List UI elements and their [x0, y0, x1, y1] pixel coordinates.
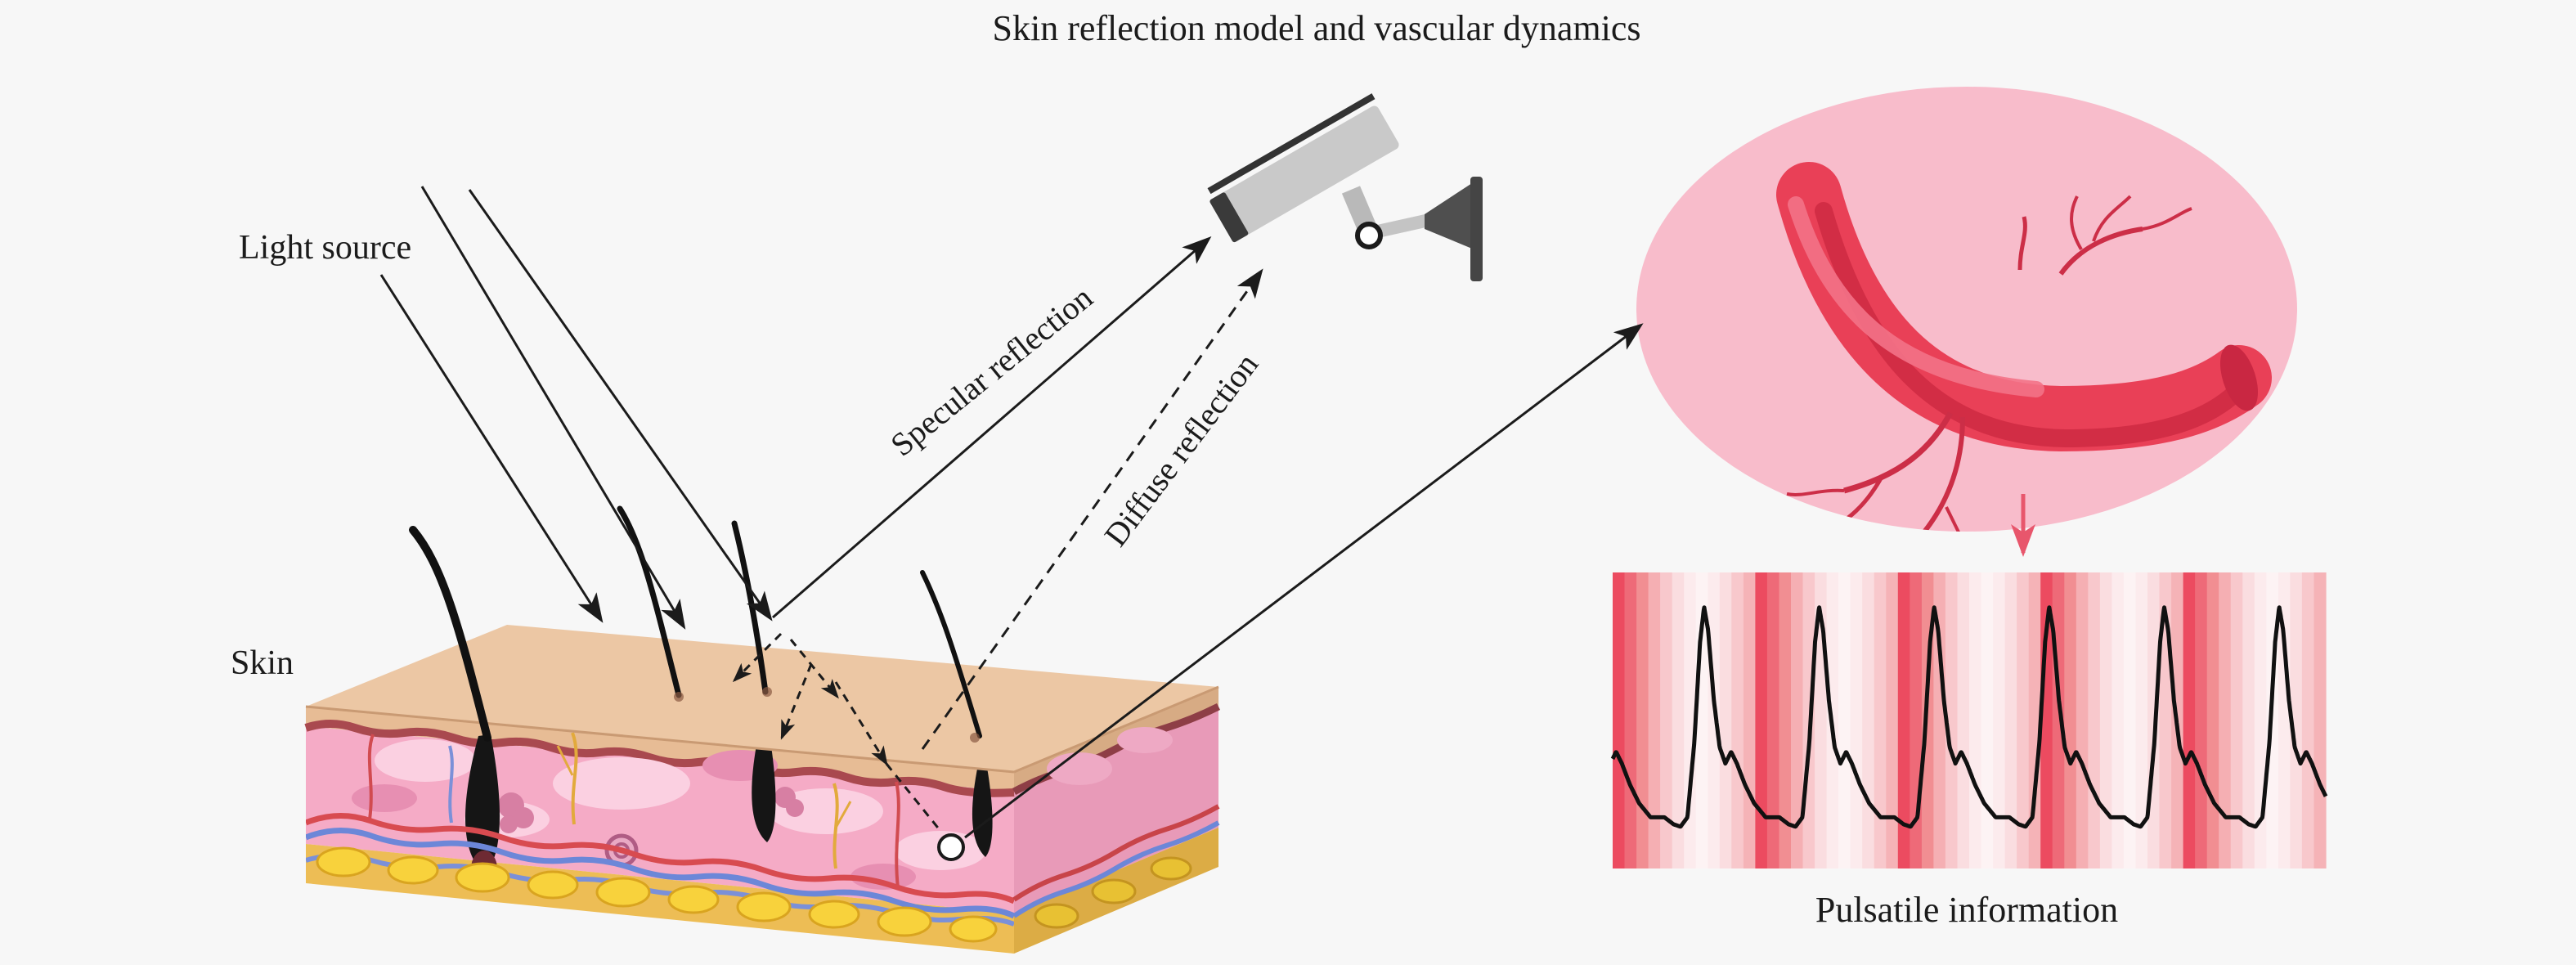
hair-pores	[674, 687, 980, 743]
camera-mount-cone	[1425, 183, 1472, 249]
incident-light-arrow	[468, 189, 773, 622]
hairs	[409, 505, 982, 742]
vessel-highlight	[1788, 196, 2044, 397]
basal-layer-line-side	[1012, 702, 1221, 795]
skin-cross-section-illustration	[304, 505, 1221, 954]
light-source-arrows	[379, 186, 773, 630]
figure-title: Skin reflection model and vascular dynam…	[992, 8, 1641, 48]
artery-wavy	[306, 813, 1014, 904]
pulsatile-waveform-panel	[1610, 572, 2328, 868]
camera-icon	[1207, 93, 1483, 281]
incident-light-arrow	[379, 274, 604, 623]
fat-cells	[316, 846, 998, 943]
camera-body	[1216, 105, 1399, 239]
camera-lens-tip	[1209, 192, 1249, 243]
intensity-stripes	[1613, 572, 2327, 868]
hair-follicle	[752, 730, 776, 842]
capillary-circle-marker	[937, 833, 965, 861]
side-face-details	[1012, 727, 1220, 929]
hair-follicle	[972, 763, 993, 857]
basal-layer-line	[304, 720, 1015, 797]
blood-vessel-illustration	[1636, 87, 2297, 557]
camera-pivot	[1355, 222, 1383, 249]
vessel-end-cap	[2219, 344, 2259, 411]
vessel-ellipse-background	[1636, 87, 2297, 532]
dermis-structures	[306, 730, 1014, 943]
vein-wavy	[306, 828, 1014, 919]
hair-follicle	[464, 734, 500, 873]
skin-top-face	[306, 625, 1218, 772]
pulsatile-information-label: Pulsatile information	[1815, 890, 2119, 930]
subsurface-scatter-arrows	[732, 632, 942, 832]
camera-mount-bar	[1470, 177, 1483, 281]
skin-label: Skin	[231, 644, 294, 682]
dermis-layer-side	[1014, 707, 1218, 913]
incident-light-arrow	[420, 186, 686, 630]
camera-top-edge	[1207, 93, 1376, 195]
specular-reflection-arrow	[772, 236, 1212, 619]
light-source-label: Light source	[239, 229, 412, 267]
skin-to-vessel-arrow	[964, 323, 1644, 839]
pulsatile-waveform-line	[1610, 605, 2328, 829]
